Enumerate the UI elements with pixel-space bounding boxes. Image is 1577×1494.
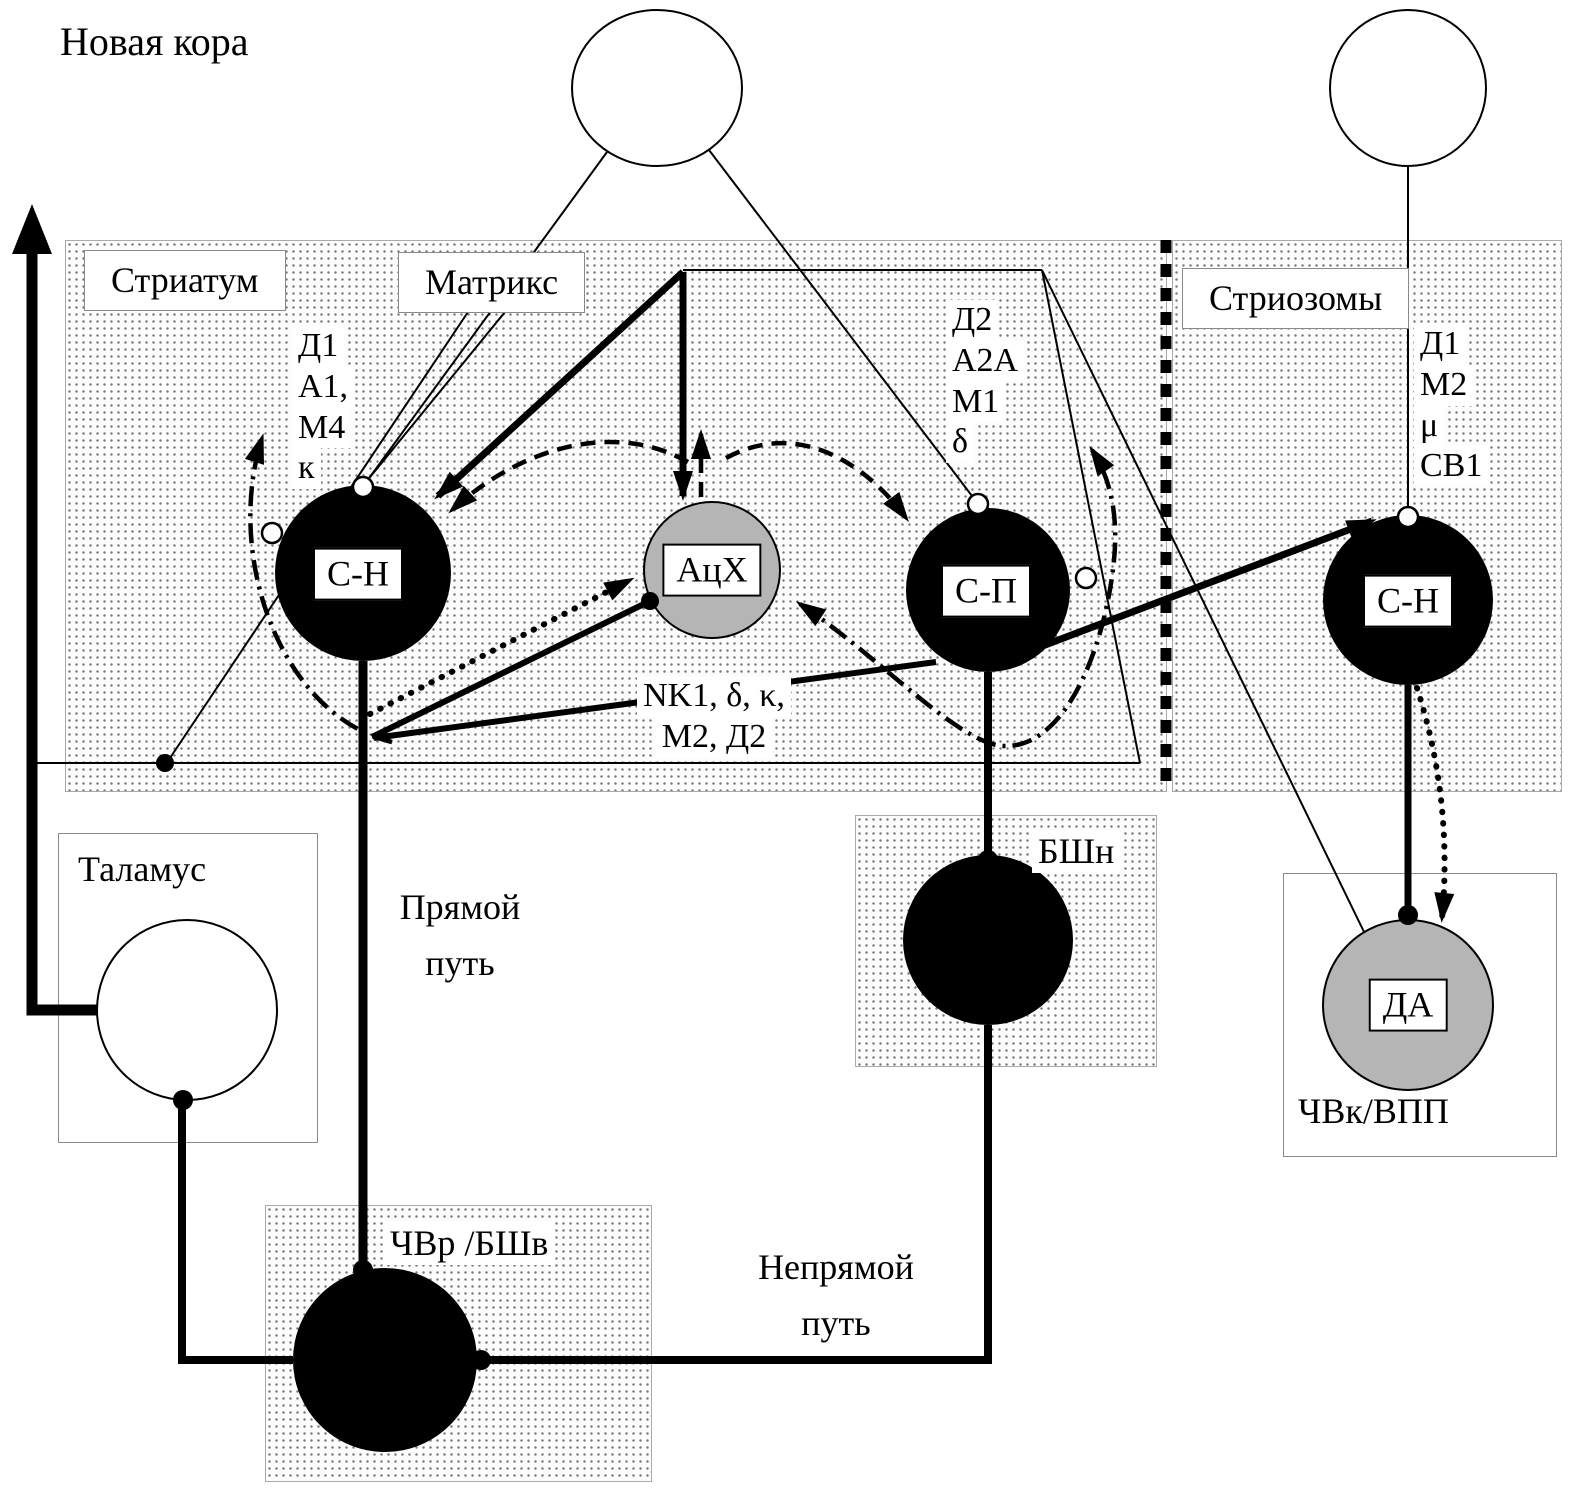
synapse-bouton xyxy=(156,754,174,772)
snr-gpe-label: ЧВр /БШв xyxy=(384,1222,555,1266)
matrix-label-pointer-line-2 xyxy=(365,311,506,483)
dopamine-to-sn-matrix-dashdot-arrow xyxy=(244,433,393,745)
sp-to-sn-striosome-arrow xyxy=(1030,517,1377,654)
receptor-contact xyxy=(260,521,284,545)
snr-gpe-neuron xyxy=(293,1268,477,1452)
cortex-to-da-line xyxy=(1041,269,1367,937)
synapse-bouton xyxy=(353,1260,373,1280)
sn-matrix-neuron-label: С-Н xyxy=(313,547,403,601)
thalamus-neuron xyxy=(96,919,278,1101)
cortical-input-to-sn-matrix-arrow xyxy=(434,269,686,500)
ach-to-sn-matrix-dashed-arrow xyxy=(448,439,690,514)
indirect-pathway-label: Непрямой путь xyxy=(758,1247,914,1343)
synapse-bouton xyxy=(978,850,998,870)
sn-matrix-receptors: Д1 А1, М4 к xyxy=(292,326,355,490)
synapse-bouton xyxy=(1398,905,1418,925)
matrix-right-boundary-line xyxy=(1041,269,1141,764)
sp-neuron-label: С-П xyxy=(941,564,1031,618)
sn-striosome-receptors: Д1 М2 μ СВ1 xyxy=(1414,324,1489,488)
synapse-bouton xyxy=(471,1350,491,1370)
cortex-neuron-left xyxy=(571,9,743,167)
thalamus-label: Таламус xyxy=(78,849,207,889)
sn-striosome-to-da-dotted-arrow xyxy=(1414,685,1455,923)
ach-receptors: NK1, δ, κ, М2, Д2 xyxy=(596,676,832,758)
sn-to-ach-dotted-arrow xyxy=(367,577,635,717)
striatum-label: Стриатум xyxy=(84,250,286,312)
gpi-label: БШн xyxy=(1032,830,1121,874)
cortex-output-arrowhead xyxy=(12,204,52,254)
receptor-contact xyxy=(1074,566,1098,590)
ach-to-sp-dashed-arrow xyxy=(724,440,909,523)
striosome-region xyxy=(1172,240,1562,792)
sp-receptors: Д2 А2А М1 δ xyxy=(946,300,1025,464)
gpi-to-snr-gpe-line xyxy=(484,1025,992,1364)
page-title: Новая кора xyxy=(60,19,249,64)
cortex-to-sp-line xyxy=(708,149,973,497)
snr-gpe-to-thalamus-line xyxy=(178,1104,293,1364)
matrix-label: Матрикс xyxy=(398,252,586,314)
synapse-bouton xyxy=(173,1090,193,1110)
gpi-neuron xyxy=(903,855,1073,1025)
cortex-neuron-right xyxy=(1329,9,1487,167)
snc-vta-label: ЧВк/ВПП xyxy=(1298,1091,1449,1131)
dopamine-to-sp-ach-dashdot-arrow xyxy=(795,445,1118,749)
cortex-to-sn-matrix-line xyxy=(366,151,608,482)
synapse-bouton xyxy=(641,592,659,610)
sn-to-ach-bouton-line xyxy=(370,600,648,740)
direct-pathway-label: Прямой путь xyxy=(399,887,521,983)
receptor-contact xyxy=(351,475,375,499)
receptor-contact xyxy=(1396,505,1420,529)
thalamus-to-cortex-line xyxy=(26,248,97,1016)
striosomes-label: Стриозомы xyxy=(1182,268,1410,330)
receptor-contact xyxy=(966,492,990,516)
ach-neuron-label: АцХ xyxy=(662,543,762,597)
sn-striosome-neuron-label: С-Н xyxy=(1363,574,1453,628)
da-neuron-label: ДА xyxy=(1368,978,1448,1032)
